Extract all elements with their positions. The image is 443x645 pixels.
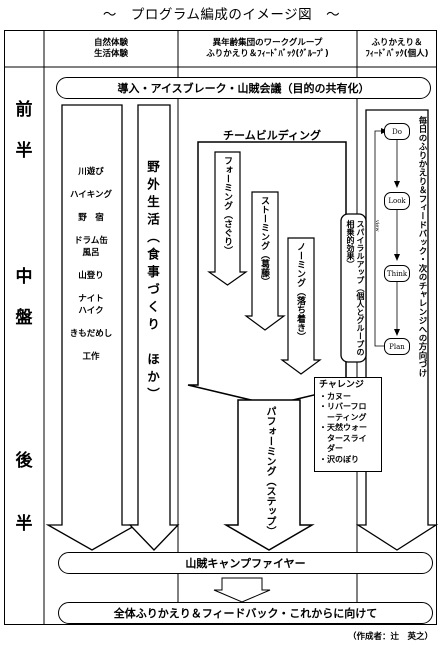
- header-group: 異年齢集団のワークグループふりかえり＆ﾌｨｰﾄﾞﾊﾞｯｸ(ｸﾞﾙｰﾌﾟ): [206, 38, 329, 59]
- author-credit: （作成者：辻 英之）: [347, 632, 433, 642]
- page-title: 〜 プログラム編成のイメージ図 〜: [102, 7, 341, 23]
- team-building-label: チームビルディング: [223, 129, 321, 142]
- challenge-box: チャレンジ ・カヌー ・リバーフロ ーティング ・天然ウォー タースライ ダー …: [314, 377, 382, 472]
- forming-arrow: [207, 151, 248, 286]
- spiral-up-label: スパイラルアップ（個人とグループの相乗的効果）: [346, 220, 365, 356]
- list-item: ・カヌー: [319, 391, 351, 401]
- forming-label: フォーミング（さぐり）: [222, 156, 232, 255]
- header-nature: 自然体験生活体験: [93, 38, 128, 59]
- outdoor-life-arrow: [128, 104, 180, 551]
- list-item: 山登り: [78, 271, 104, 281]
- list-item: ハイク: [78, 306, 104, 316]
- list-item: ナイト: [78, 294, 104, 304]
- final-reflection-bar: 全体ふりかえり＆フィードバック・これからに向けて: [58, 602, 433, 624]
- list-item: 風呂: [82, 248, 100, 258]
- phase-late: 後半: [15, 451, 33, 534]
- cycle-plan-node: Plan: [384, 338, 410, 355]
- list-item: ダー: [319, 444, 343, 453]
- list-item: ・リバーフロ: [319, 402, 367, 411]
- spiral-up-box: [340, 213, 367, 363]
- view-label: view: [374, 220, 380, 232]
- list-item: きもだめし: [69, 329, 113, 339]
- list-item: ・沢のぼり: [319, 454, 359, 464]
- list-item: 工作: [82, 352, 100, 362]
- activities-arrow: [45, 104, 139, 551]
- norming-label: ノーミング（落ち着き）: [295, 242, 305, 341]
- phase-middle: 中盤: [15, 267, 33, 328]
- phase-first: 前半: [15, 100, 33, 161]
- list-item: ーティング: [319, 412, 367, 422]
- campfire-bar: 山賊キャンプファイヤー: [58, 552, 433, 574]
- challenge-heading: チャレンジ: [319, 380, 364, 390]
- list-item: タースライ: [319, 433, 367, 443]
- activity-list: 川遊び ハイキング 野 宿 ドラム缶 風呂 山登り ナイト ハイク きもだめし …: [58, 166, 124, 363]
- cycle-look-node: Look: [384, 192, 410, 210]
- transition-arrow: [213, 577, 271, 603]
- list-item: ドラム缶: [74, 236, 108, 246]
- outdoor-life-label: 野外生活（食事づくり ほか）: [145, 160, 160, 405]
- intro-bar: 導入・アイスブレーク・山賊会議（目的の共有化）: [56, 77, 431, 99]
- list-item: ハイキング: [69, 190, 113, 200]
- cycle-think-node: Think: [384, 265, 410, 282]
- diagram-frame: [4, 30, 437, 625]
- performing-arrow: [223, 399, 315, 551]
- list-item: 川遊び: [78, 167, 104, 177]
- storming-arrow: [244, 191, 286, 331]
- cycle-do-node: Do: [384, 123, 410, 140]
- performing-label: パフォーミング（ステップ）: [264, 406, 275, 536]
- header-individual: ふりかえり＆ﾌｨｰﾄﾞﾊﾞｯｸ(個人): [365, 38, 429, 59]
- list-item: ・天然ウォー: [319, 423, 367, 432]
- list-item: 野 宿: [78, 213, 104, 223]
- daily-reflection-label: 毎日のふりかえり＆フィードバック・次のチャレンジへの方向づけ: [417, 116, 427, 377]
- norming-arrow: [280, 237, 322, 375]
- storming-label: ストーミング（葛藤）: [259, 196, 269, 286]
